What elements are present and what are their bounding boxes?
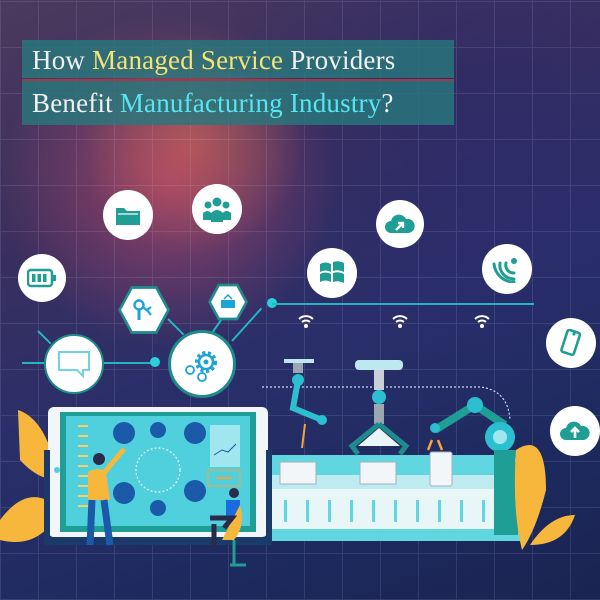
battery-badge <box>18 254 66 302</box>
folder-icon <box>116 208 140 225</box>
windows-badge <box>307 248 357 298</box>
robot-arm-hex-badge <box>121 288 167 332</box>
wifi-icon <box>473 312 491 330</box>
headline-word: How <box>32 45 86 75</box>
headline-word: Providers <box>290 45 396 75</box>
connector-line <box>100 362 155 364</box>
robot-arm-hex-icon <box>133 299 152 320</box>
wifi-icon <box>297 312 315 330</box>
headline-highlight-cyan: Manufacturing Industry <box>119 88 382 118</box>
wireless-signal-icon <box>492 258 517 283</box>
headline-question-mark: ? <box>381 88 394 118</box>
connector-dot <box>150 357 160 367</box>
connector-line <box>272 303 534 305</box>
battery-icon <box>27 268 56 288</box>
users-group-icon <box>203 197 231 222</box>
package-hex-icon <box>221 294 235 308</box>
headline-divider <box>22 79 454 81</box>
headline-line-1-box: How Managed Service Providers <box>22 40 454 78</box>
users-badge <box>192 184 242 234</box>
wireless-badge <box>482 244 532 294</box>
cloud-upload-icon <box>560 421 590 440</box>
gear-badge <box>168 330 236 398</box>
manufacturing-illustration <box>0 359 575 567</box>
headline-line-1: How Managed Service Providers <box>32 40 444 80</box>
gear-icon <box>185 351 217 382</box>
cloud-upload-arrow-icon <box>385 214 415 233</box>
package-hex-badge <box>211 286 245 318</box>
chat-bubble-icon <box>58 351 90 378</box>
smartphone-icon <box>560 329 582 357</box>
connector-line <box>22 362 44 364</box>
cloud-upload-arrow-badge <box>376 200 424 248</box>
cloud-upload-badge <box>550 406 600 456</box>
wifi-icon <box>391 312 409 330</box>
chat-badge <box>44 334 104 394</box>
folder-badge <box>103 190 153 240</box>
headline-word: Benefit <box>32 88 113 118</box>
windows-logo-icon <box>320 261 344 283</box>
headline-line-2-box: Benefit Manufacturing Industry? <box>22 81 454 125</box>
headline-highlight-yellow: Managed Service <box>92 45 284 75</box>
headline-line-2: Benefit Manufacturing Industry? <box>32 81 444 125</box>
smartphone-badge <box>546 318 596 368</box>
